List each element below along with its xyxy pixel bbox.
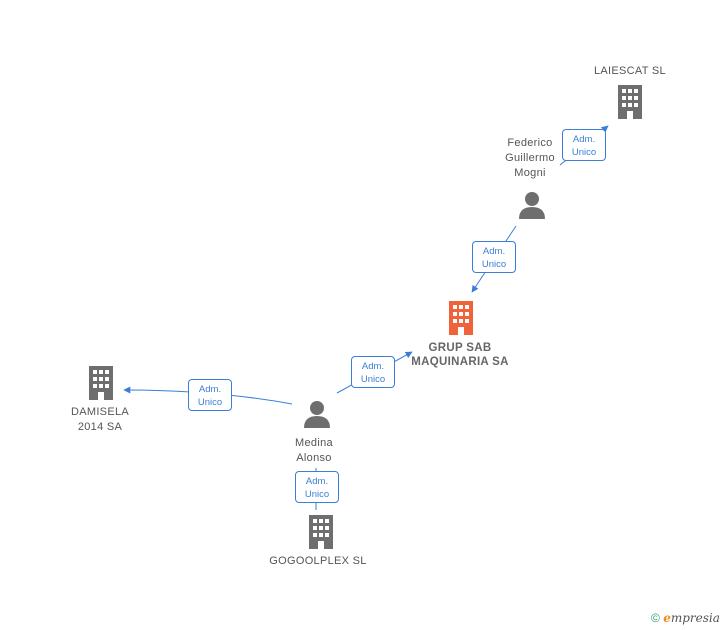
building-icon[interactable] — [615, 85, 645, 119]
relation-badge-federico-grupsab[interactable]: Adm. Unico — [472, 241, 516, 273]
node-label-medina: Medina Alonso — [295, 437, 333, 464]
node-label-laiescat: LAIESCAT SL — [594, 65, 666, 77]
relation-badge-medina-grupsab[interactable]: Adm. Unico — [351, 356, 395, 388]
node-label-damisela: DAMISELA 2014 SA — [70, 406, 130, 433]
copyright-symbol: © — [651, 611, 660, 625]
relation-badge-medina-gogoolplex[interactable]: Adm. Unico — [295, 471, 339, 503]
relation-badge-federico-laiescat[interactable]: Adm. Unico — [562, 129, 606, 161]
node-label-gogoolplex: GOGOOLPLEX SL — [269, 555, 367, 567]
node-label-federico: Federico Guillermo Mogni — [505, 137, 555, 179]
brand-logo[interactable]: empresia — [663, 611, 720, 625]
building-icon[interactable] — [86, 366, 116, 400]
building-icon[interactable] — [306, 515, 336, 549]
footer-brand: © empresia — [651, 611, 720, 625]
person-icon[interactable] — [302, 400, 332, 430]
building-icon[interactable] — [446, 301, 476, 335]
relation-badge-medina-damisela[interactable]: Adm. Unico — [188, 379, 232, 411]
person-icon[interactable] — [517, 191, 547, 221]
node-label-grup-sab: GRUP SAB MAQUINARIA SA — [411, 342, 509, 368]
